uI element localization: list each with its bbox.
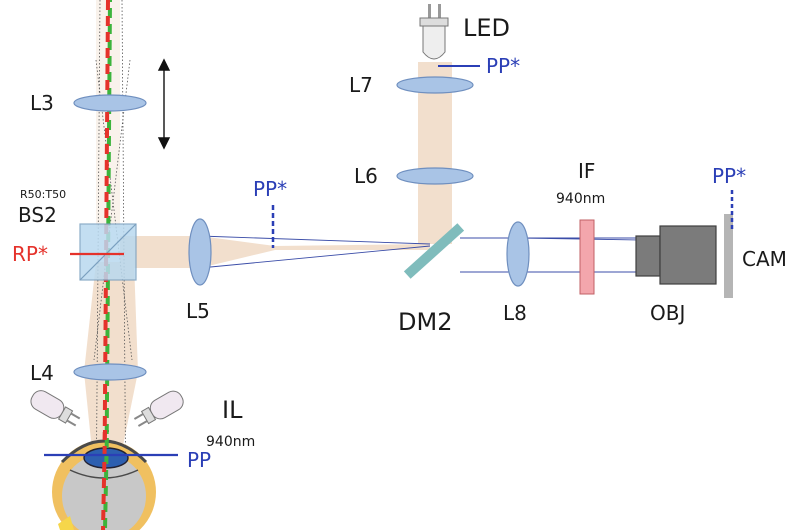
- label-l3: L3: [30, 91, 54, 115]
- label-l5: L5: [186, 299, 210, 323]
- label-pp-cam: PP*: [712, 164, 746, 188]
- lens-l8: [506, 221, 530, 287]
- label-if-wavelength: 940nm: [556, 191, 605, 207]
- lens-l3: [73, 94, 147, 112]
- label-l7: L7: [349, 73, 373, 97]
- l3-translation-arrow: [157, 58, 171, 150]
- lens-l6: [396, 167, 474, 185]
- camera-sensor: [724, 214, 733, 298]
- axis-red-eye: [101, 429, 107, 530]
- label-il-wavelength: 940nm: [206, 434, 255, 450]
- label-l4: L4: [30, 361, 54, 385]
- illumination-led-left: [30, 390, 81, 427]
- label-pp-led: PP*: [486, 54, 520, 78]
- label-dm2: DM2: [398, 308, 452, 336]
- label-obj: OBJ: [650, 301, 685, 325]
- lenses: [73, 76, 530, 381]
- label-led: LED: [463, 14, 510, 42]
- eye-yellow-marker: [58, 516, 74, 530]
- label-pp-mid: PP*: [253, 177, 287, 201]
- ray-lines: [199, 235, 641, 273]
- label-l6: L6: [354, 164, 378, 188]
- objective-obj: [635, 225, 717, 285]
- label-pp-eye: PP: [187, 448, 211, 472]
- beam-paths: [84, 0, 452, 470]
- led-base: [419, 17, 449, 27]
- eye-lens-arc: [69, 469, 139, 479]
- dichroic-dm2: [403, 223, 465, 279]
- label-bs2-ratio: R50:T50: [20, 188, 66, 201]
- led-pin-left: [428, 4, 431, 20]
- label-il: IL: [222, 396, 243, 424]
- led-source: [419, 4, 449, 60]
- led-pin-right: [438, 4, 441, 20]
- label-bs2: BS2: [18, 203, 57, 227]
- lens-l5: [188, 218, 212, 286]
- beamsplitter-bs2: [79, 223, 137, 281]
- label-l8: L8: [503, 301, 527, 325]
- led-body: [422, 25, 446, 60]
- lens-l7: [396, 76, 474, 94]
- label-if: IF: [578, 159, 595, 183]
- label-cam: CAM: [742, 247, 787, 271]
- illumination-led-right: [133, 390, 184, 427]
- lens-l4: [73, 363, 147, 381]
- label-rp: RP*: [12, 242, 48, 266]
- horizontal-beam: [120, 236, 430, 268]
- interference-filter: [579, 219, 595, 295]
